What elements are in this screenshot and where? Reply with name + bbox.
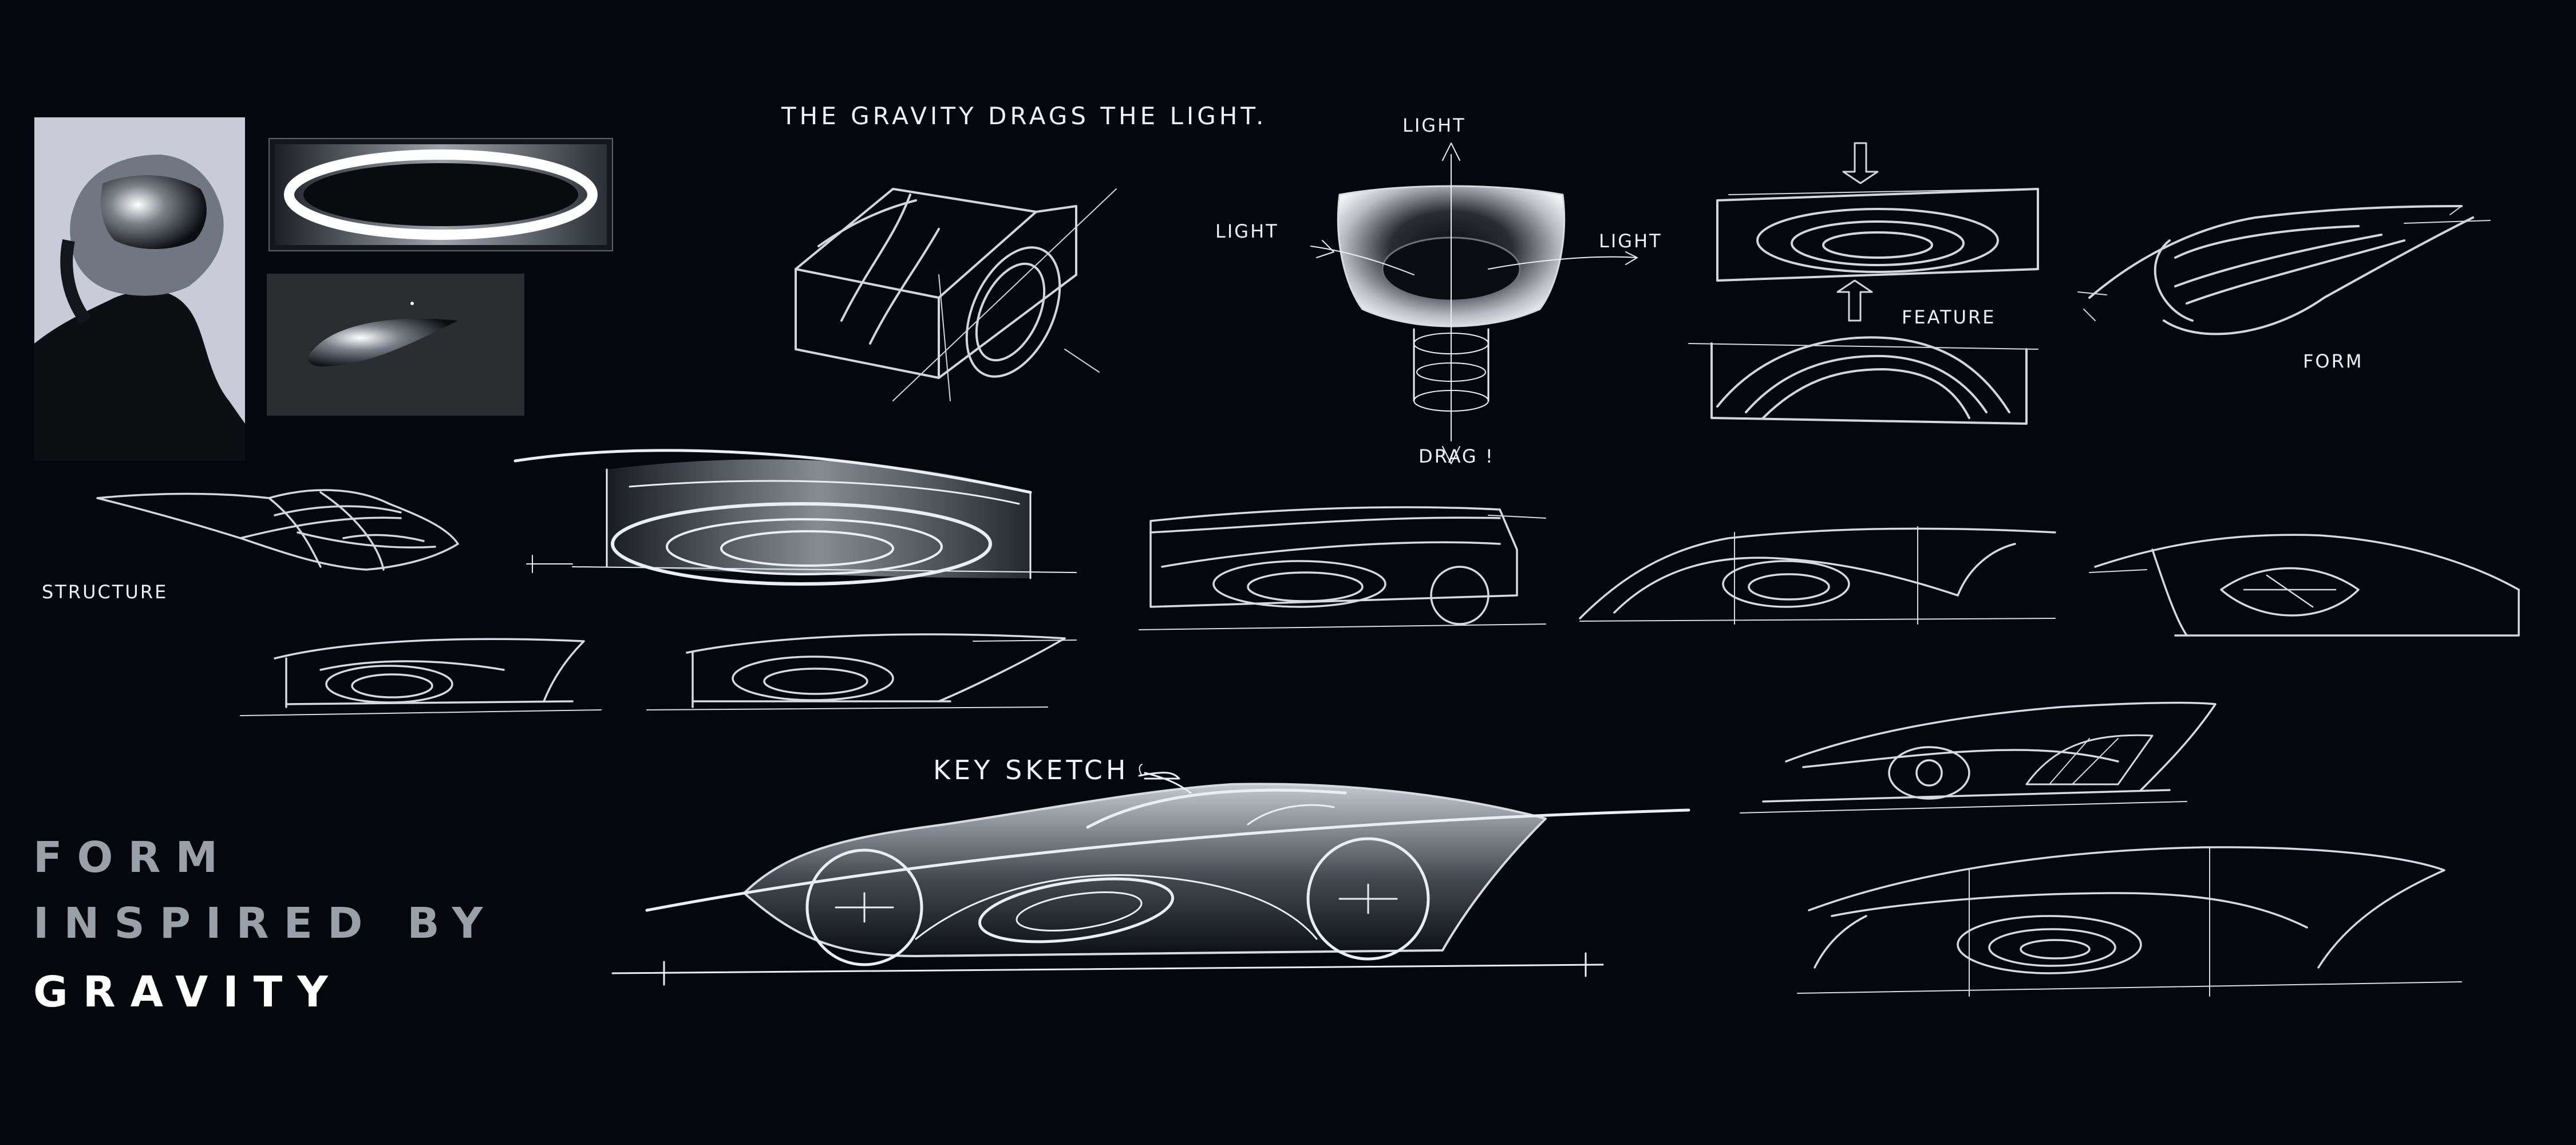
headline-label: THE GRAVITY DRAGS THE LIGHT. (781, 102, 1267, 130)
reference-photos (34, 117, 613, 461)
sketch-car-right-mid (1740, 701, 2217, 814)
key-sketch-label: KEY SKETCH (933, 755, 1129, 785)
sketch-feature-boxes (1688, 142, 2039, 425)
sketch-car-wave (1579, 526, 2056, 625)
sketch-tunnel-box (795, 188, 1117, 401)
title-line-gravity: GRAVITY (33, 968, 343, 1017)
drag-label: DRAG ! (1419, 445, 1495, 467)
sketch-car-small-1 (240, 638, 602, 716)
title-line-inspired-by: INSPIRED BY (33, 899, 498, 948)
key-sketch-car (611, 764, 1690, 986)
title-line-form: FORM (33, 833, 233, 882)
feature-label: FEATURE (1902, 306, 1996, 328)
light-right-label: LIGHT (1599, 230, 1662, 252)
sketch-ribbon-sheet (513, 449, 1077, 586)
key-sketch-leader (1144, 772, 1192, 794)
light-left-label: LIGHT (1215, 220, 1279, 242)
sketch-car-small-2 (646, 633, 1077, 710)
sketch-teardrop-form (2077, 205, 2491, 335)
sketch-structure (96, 489, 459, 571)
form-label: FORM (2303, 350, 2364, 372)
structure-label: STRUCTURE (42, 581, 168, 603)
sketch-car-boxy (1139, 506, 1546, 630)
sketch-gravity-bowl (1310, 143, 1638, 464)
light-top-label: LIGHT (1402, 114, 1466, 136)
sketch-car-right-bottom (1797, 846, 2462, 997)
sketch-car-right (2089, 534, 2520, 637)
